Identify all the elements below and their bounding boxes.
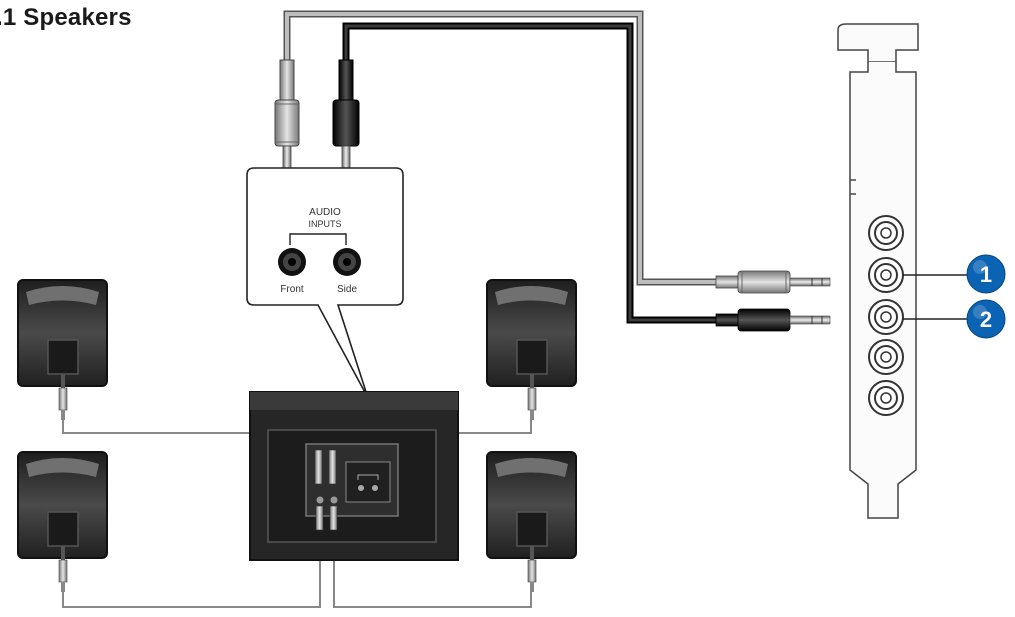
front-port-label: Front [280,284,304,295]
diagram-title: .1 Speakers [0,4,132,31]
callout-number-1: 1 [980,262,992,287]
black-plug-horizontal [715,308,831,332]
cable-grey-front [283,10,720,286]
speaker-front-left [17,279,108,420]
subwoofer [249,391,459,561]
speaker-side-left [17,451,108,592]
cable-black-side [342,22,720,324]
card-jack-1 [868,215,904,251]
side-input-jack [333,248,361,276]
audio-inputs-callout: AUDIO INPUTS Front Side [246,167,404,399]
card-jack-5 [868,380,904,416]
audio-inputs-heading-1: AUDIO [309,207,341,218]
callout-1: 1 [903,254,1006,294]
speaker-front-right [486,279,577,420]
card-jack-4 [868,339,904,375]
callout-2: 2 [903,299,1006,339]
callout-number-2: 2 [980,307,992,332]
front-input-jack [278,248,306,276]
side-port-label: Side [337,284,357,295]
card-jack-2 [868,257,904,293]
card-jack-3 [868,299,904,335]
grey-plug-horizontal [715,270,831,294]
sound-card-bracket [837,23,919,519]
speaker-side-right [486,451,577,592]
audio-inputs-heading-2: INPUTS [308,219,341,229]
